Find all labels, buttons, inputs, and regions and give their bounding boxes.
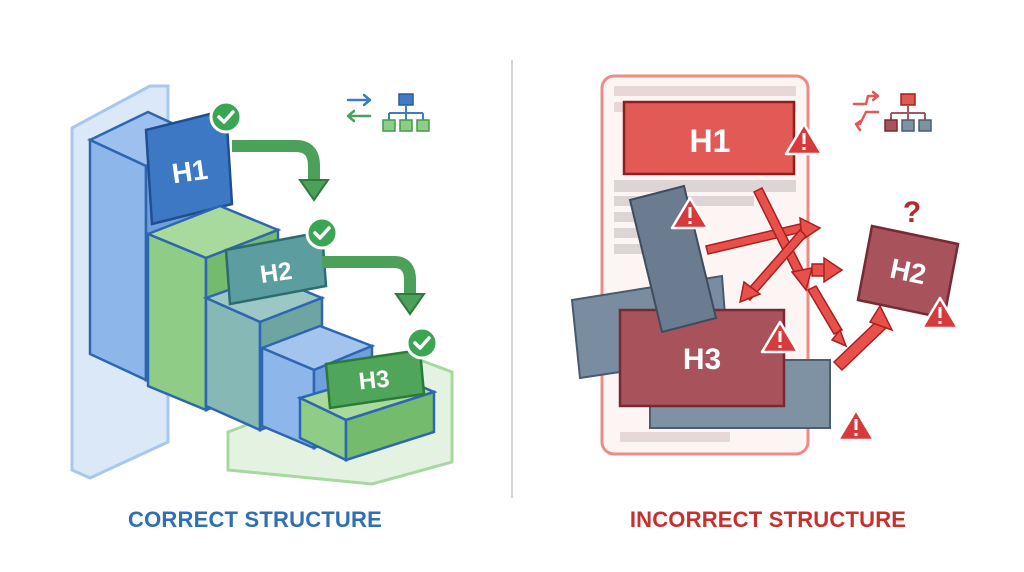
warning-icon xyxy=(836,408,876,442)
h1-label: H1 xyxy=(170,154,210,190)
text-line xyxy=(614,228,644,238)
text-line xyxy=(614,180,796,192)
h1-block xyxy=(144,108,234,226)
check-icon xyxy=(405,326,439,360)
warning-icon xyxy=(670,196,710,230)
warning-icon xyxy=(784,122,824,156)
text-line xyxy=(614,86,796,96)
text-line xyxy=(620,432,730,442)
h2-label: H2 xyxy=(258,257,294,289)
correct-structure-caption: CORRECT STRUCTURE xyxy=(128,507,382,532)
incorrect-structure-caption: INCORRECT STRUCTURE xyxy=(630,507,906,532)
question-mark: ? xyxy=(903,196,921,229)
misplaced-bar xyxy=(628,184,718,334)
flow-arrowhead-2 xyxy=(394,293,426,316)
text-line xyxy=(614,244,644,254)
correct-structure-panel: H1 H2 H3 xyxy=(70,84,454,532)
h3-block xyxy=(324,348,426,410)
h3-block xyxy=(618,308,786,408)
sitemap-icon xyxy=(852,90,932,132)
flow-arrow-h2-h3 xyxy=(322,256,416,296)
h3-label: H3 xyxy=(683,343,721,376)
check-icon xyxy=(209,100,243,134)
h1-label: H1 xyxy=(690,123,731,159)
flow-arrow-h1-h2 xyxy=(232,140,320,182)
warning-icon xyxy=(760,320,800,354)
check-icon xyxy=(305,216,339,250)
warning-icon xyxy=(920,296,960,330)
h2-block xyxy=(224,230,328,306)
text-line xyxy=(614,212,644,222)
h1-block xyxy=(622,100,796,176)
chaotic-arrows xyxy=(705,186,894,372)
h3-label: H3 xyxy=(357,365,390,395)
h2-label: H2 xyxy=(887,253,928,291)
incorrect-structure-panel: H3 H1 H2 xyxy=(570,74,960,532)
sitemap-icon xyxy=(346,93,430,132)
flow-arrowhead-1 xyxy=(298,179,330,202)
